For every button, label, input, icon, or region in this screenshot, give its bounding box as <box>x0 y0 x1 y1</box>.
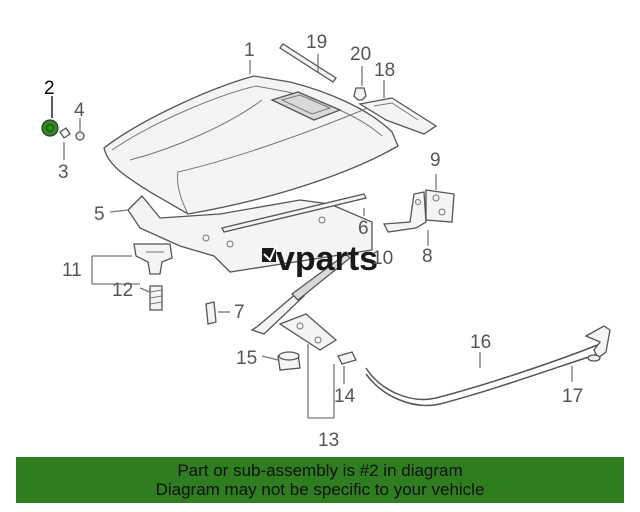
part-17-handle[interactable] <box>584 325 611 362</box>
callout-7: 7 <box>234 302 245 323</box>
part-5-insulator[interactable] <box>127 195 373 273</box>
part-12-spring[interactable] <box>149 285 163 311</box>
callout-9: 9 <box>430 150 441 171</box>
callout-8: 8 <box>422 246 433 267</box>
banner-line-1: Part or sub-assembly is #2 in diagram <box>177 461 463 480</box>
callout-11: 11 <box>62 260 82 281</box>
callout-4: 4 <box>74 100 85 121</box>
part-13-lock[interactable] <box>278 313 338 351</box>
callout-13: 13 <box>318 430 339 451</box>
watermark-text: vparts <box>276 240 378 278</box>
part-8-hinge[interactable] <box>382 191 427 233</box>
callout-16: 16 <box>470 332 491 353</box>
callout-1: 1 <box>244 40 255 61</box>
part-7-bumper[interactable] <box>205 301 217 325</box>
part-6-seal[interactable] <box>221 193 367 233</box>
part-15-stop[interactable] <box>277 351 301 371</box>
part-3-fastener[interactable] <box>59 127 71 139</box>
part-4-nut[interactable] <box>75 131 85 141</box>
leader-lines <box>51 54 573 419</box>
part-9-hinge-plate[interactable] <box>425 189 455 223</box>
part-19-weatherstrip[interactable] <box>279 43 337 83</box>
banner-line-2: Diagram may not be specific to your vehi… <box>155 480 485 499</box>
callout-19: 19 <box>306 32 327 53</box>
callout-17: 17 <box>562 386 583 407</box>
watermark-logo: vparts <box>262 240 378 278</box>
part-16-cable[interactable] <box>365 343 605 407</box>
callout-10: 10 <box>372 248 393 269</box>
callout-6: 6 <box>358 218 369 239</box>
callout-12: 12 <box>112 280 133 301</box>
callout-18: 18 <box>374 60 395 81</box>
callout-3: 3 <box>58 162 69 183</box>
callout-5: 5 <box>94 204 105 225</box>
part-14-fastener[interactable] <box>337 351 357 365</box>
part-18-insert[interactable] <box>358 97 438 135</box>
part-2-grommet[interactable] <box>41 119 59 137</box>
callout-20: 20 <box>350 44 371 65</box>
part-11-latch[interactable] <box>133 243 173 275</box>
callout-2: 2 <box>44 78 55 99</box>
info-banner: Part or sub-assembly is #2 in diagram Di… <box>16 457 624 503</box>
callout-15: 15 <box>236 348 257 369</box>
callout-14: 14 <box>334 386 356 407</box>
part-20-clip[interactable] <box>353 87 367 101</box>
part-10-strut[interactable] <box>250 253 351 335</box>
part-1-hood[interactable] <box>103 75 399 215</box>
